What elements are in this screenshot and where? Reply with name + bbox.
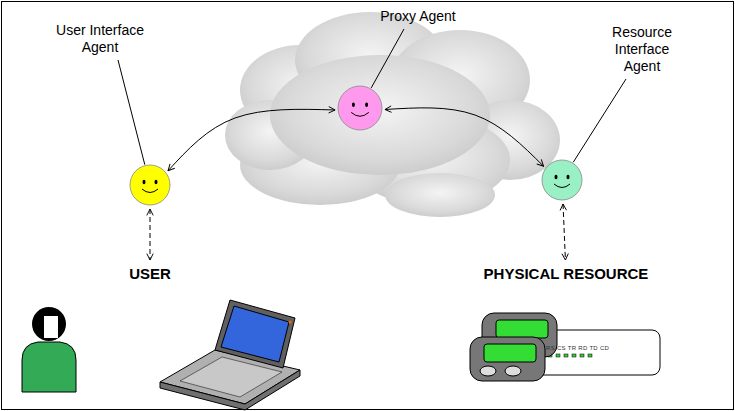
- message-arrow: [385, 108, 544, 166]
- led-row: [548, 354, 592, 357]
- cloud: [225, 12, 560, 217]
- device-icon: [470, 313, 660, 381]
- endpoint-node: PHYSICAL RESOURCE: [480, 263, 653, 284]
- agent-label: User Interface Agent: [45, 22, 155, 56]
- agent-circle: [129, 164, 171, 206]
- pager-front: [470, 337, 545, 381]
- agent-node: Proxy Agent: [338, 86, 382, 130]
- dashed-arrow: [150, 209, 151, 260]
- agent-label: Resource Interface Agent: [601, 24, 683, 75]
- endpoint-label: USER: [125, 263, 175, 284]
- dashed-arrow: [563, 204, 565, 260]
- agent-node: Resource Interface Agent: [542, 160, 582, 200]
- agent-label: Proxy Agent: [363, 8, 473, 25]
- leader-line: [118, 60, 145, 165]
- message-arrow: [168, 109, 335, 170]
- endpoint-node: USER: [125, 263, 175, 284]
- agent-circle: [541, 159, 583, 201]
- leader-line: [371, 29, 404, 88]
- laptop-icon: [160, 300, 300, 410]
- leader-line: [573, 79, 626, 162]
- agent-node: User Interface Agent: [130, 165, 170, 205]
- led-label: RS CS TR RD TD CD: [546, 345, 609, 351]
- agent-circle: [337, 85, 383, 131]
- endpoint-label: PHYSICAL RESOURCE: [480, 263, 653, 284]
- person-icon: [22, 307, 76, 392]
